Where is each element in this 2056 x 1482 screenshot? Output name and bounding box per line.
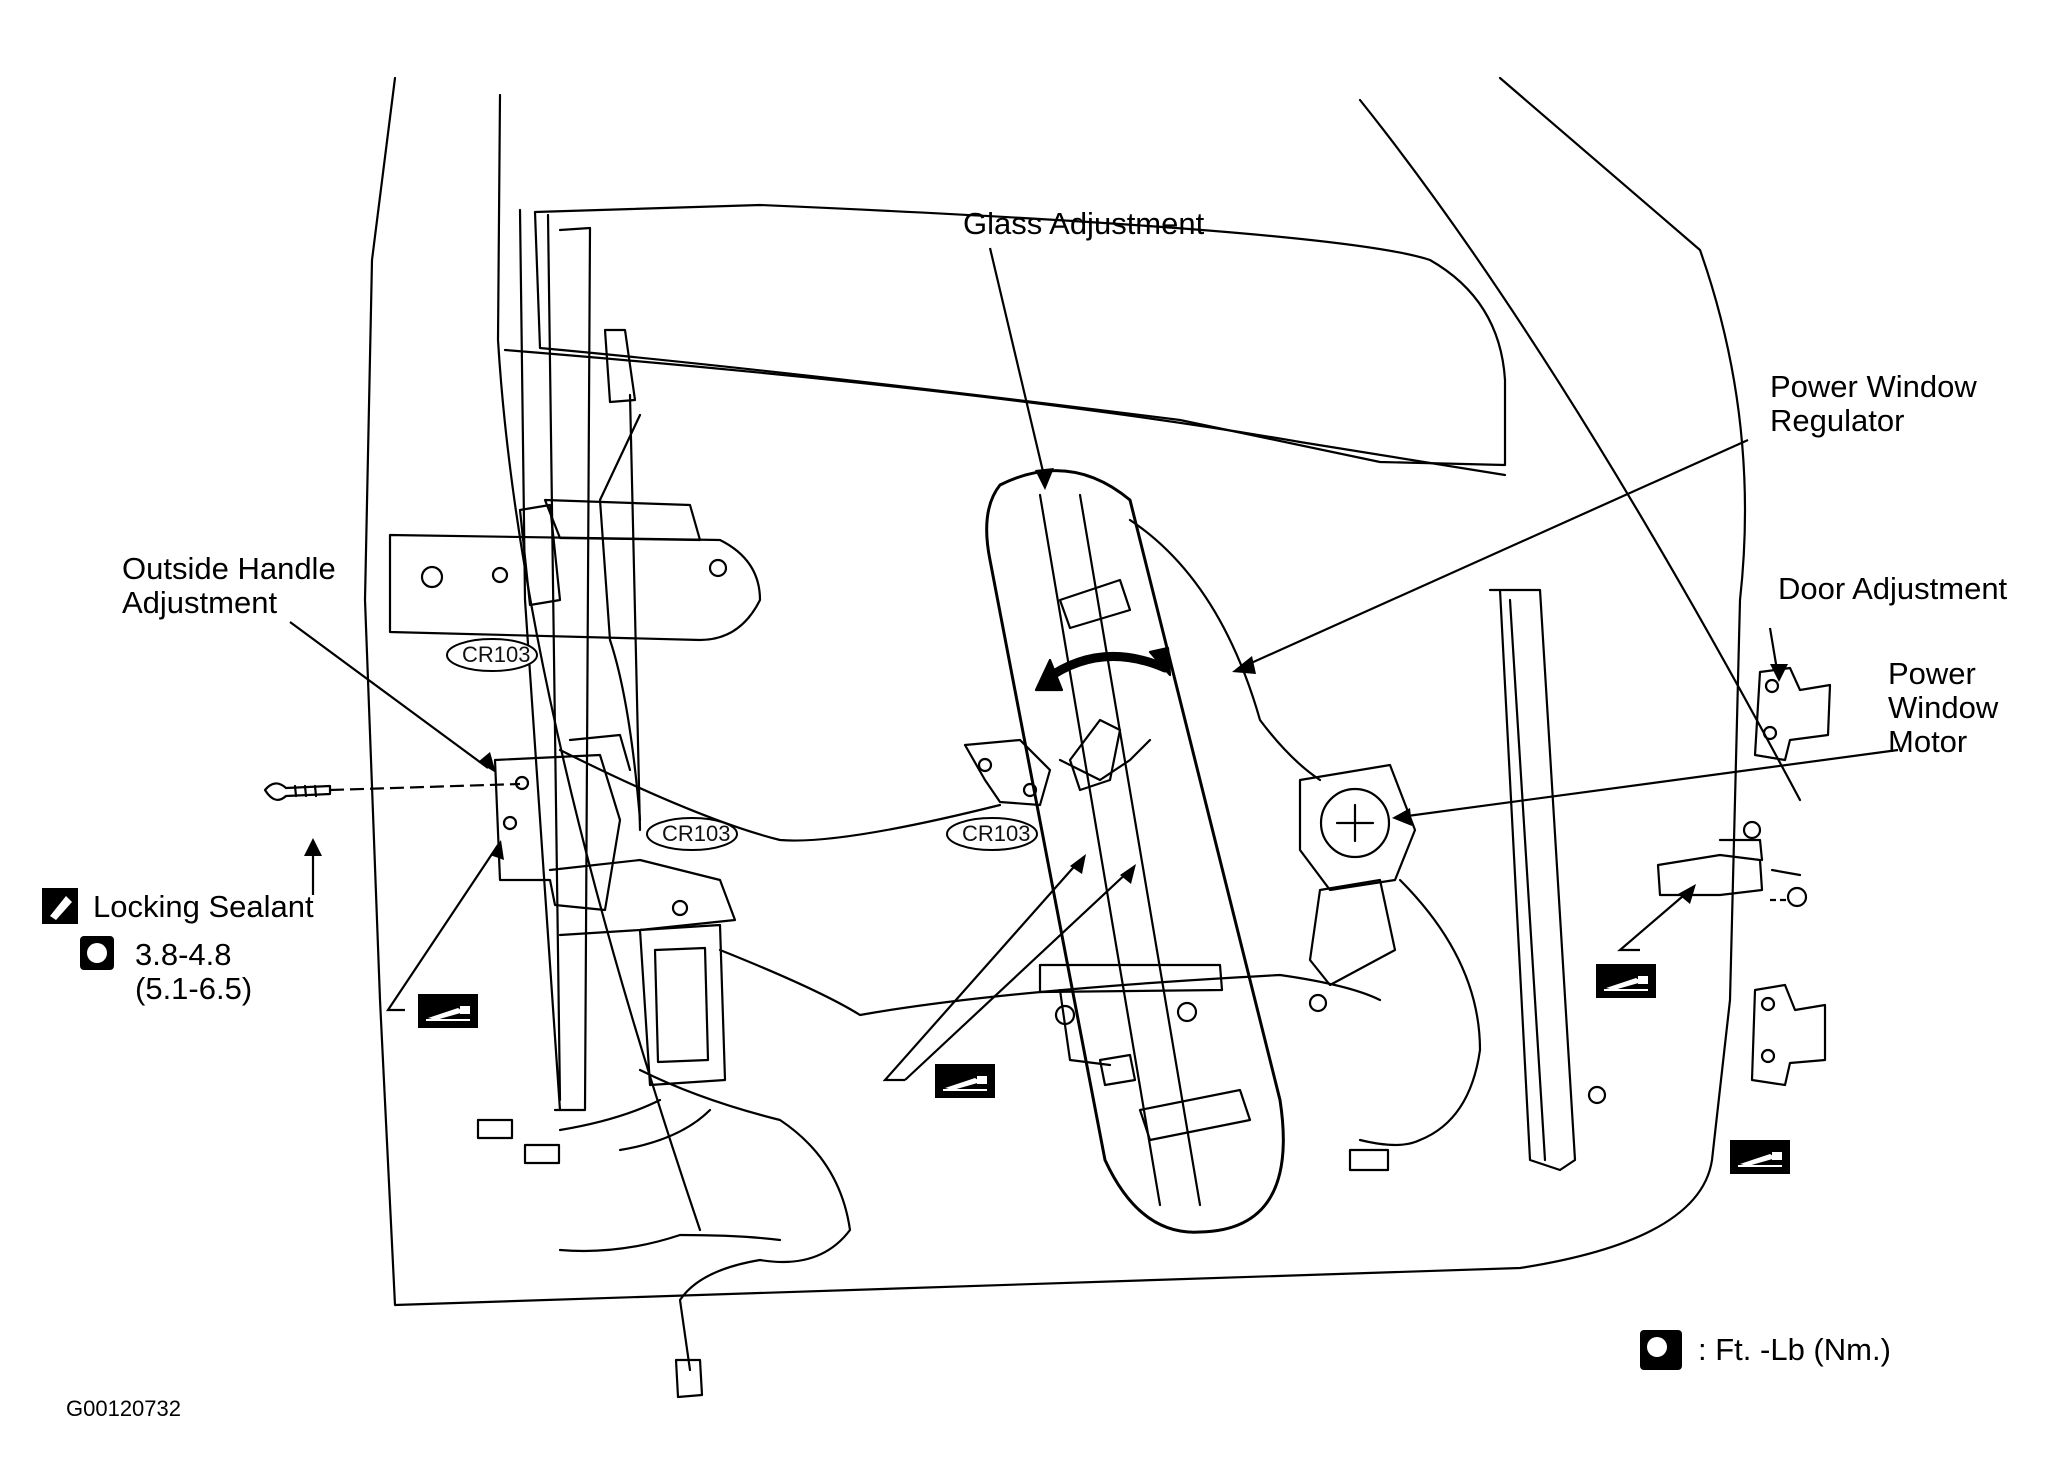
label-glass-adjustment: Glass Adjustment (963, 206, 1205, 241)
lower-hinge (1750, 983, 1827, 1087)
label-torque-nm: (5.1-6.5) (135, 971, 253, 1006)
label-door-adjustment: Door Adjustment (1778, 571, 2008, 606)
torque-wrench-icon (80, 936, 114, 970)
figure-code: G00120732 (66, 1396, 181, 1421)
cr103-tag-1: CR103 (462, 642, 531, 667)
label-outside-handle-2: Adjustment (122, 585, 278, 620)
label-locking-sealant: Locking Sealant (93, 889, 314, 924)
label-power-window-motor-3: Motor (1888, 724, 1968, 759)
legend-torque-icon (1640, 1330, 1682, 1370)
window-frame (533, 203, 1507, 467)
outside-handle (388, 533, 762, 642)
sealant-icon-shape (42, 888, 78, 924)
legend-text: : Ft. -Lb (Nm.) (1698, 1332, 1891, 1367)
glass-adjustment-oval (985, 469, 1285, 1234)
label-power-window-motor-2: Window (1888, 690, 1999, 725)
label-torque-ftlb: 3.8-4.8 (135, 937, 232, 972)
label-power-window-motor-1: Power (1888, 656, 1976, 691)
upper-hinge (1753, 666, 1832, 762)
cr103-tag-2: CR103 (662, 821, 731, 846)
label-power-window-regulator-1: Power Window (1770, 369, 1977, 404)
power-window-motor (1298, 763, 1417, 892)
label-outside-handle-1: Outside Handle (122, 551, 336, 586)
label-power-window-regulator-2: Regulator (1770, 403, 1905, 438)
cr103-tag-3: CR103 (962, 821, 1031, 846)
door-latch (493, 753, 622, 912)
glass-run-channel (1488, 588, 1577, 1172)
screw (263, 782, 332, 801)
door-outline (363, 76, 1747, 1307)
